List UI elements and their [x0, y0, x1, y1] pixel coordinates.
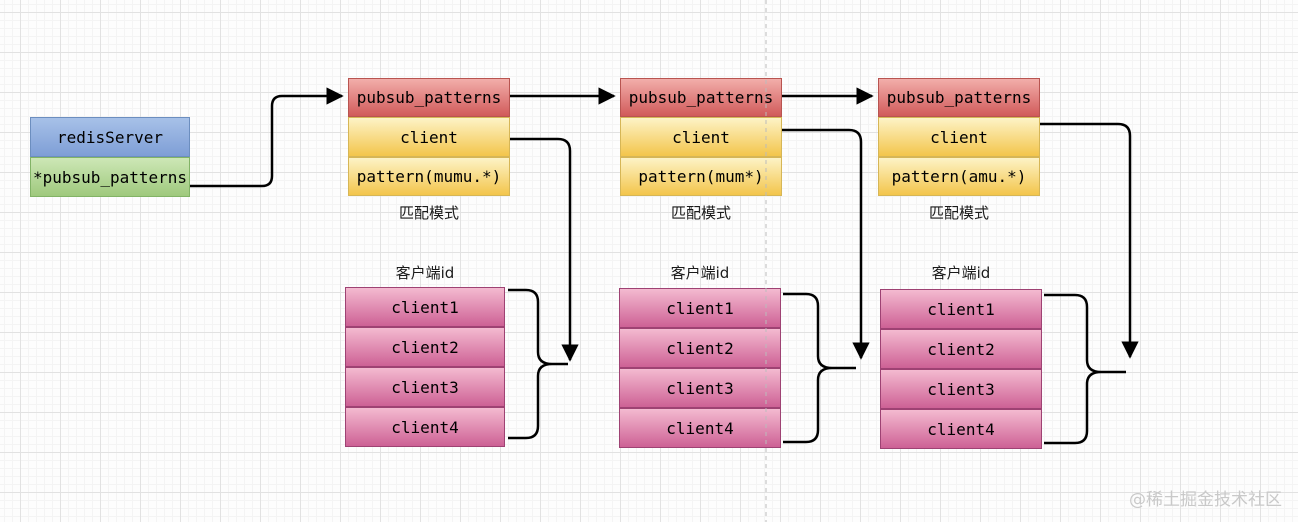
stack1-label: 客户端id: [395, 264, 455, 282]
stack2-client1-row: client1: [619, 288, 781, 328]
redis-server-box: redisServer: [30, 117, 190, 157]
node1-pattern-label: pattern(mumu.*): [356, 167, 502, 186]
brace-stack3: [1044, 293, 1126, 445]
pubsub-patterns-pointer-label: *pubsub_patterns: [32, 167, 188, 187]
node1-title: pubsub_patterns: [356, 88, 502, 107]
node1-caption: 匹配模式: [398, 204, 459, 222]
stack3-client1-label: client1: [927, 299, 995, 319]
arrow-node2-to-stack2: [782, 128, 870, 360]
arrow-node1-to-stack1: [510, 137, 579, 362]
stack3-client1-row: client1: [880, 289, 1042, 329]
node3-client-label: client: [930, 127, 988, 147]
node3-pattern-row: pattern(amu.*): [878, 157, 1040, 196]
stack3-client2-row: client2: [880, 329, 1042, 369]
node3-pattern-label: pattern(amu.*): [891, 167, 1027, 186]
redis-server-label: redisServer: [57, 127, 163, 147]
stack3-label: 客户端id: [931, 264, 991, 282]
stack2-client3-row: client3: [619, 368, 781, 408]
stack1-client1-label: client1: [391, 297, 459, 317]
stack2-client1-label: client1: [666, 298, 734, 318]
stack2-client4-row: client4: [619, 408, 781, 448]
node2-client-label: client: [672, 127, 730, 147]
node2-pattern-label: pattern(mum*): [638, 167, 764, 186]
node3-title: pubsub_patterns: [886, 88, 1032, 107]
stack2-client3-label: client3: [666, 378, 734, 398]
node3-header: pubsub_patterns: [878, 78, 1040, 117]
node2-caption: 匹配模式: [670, 204, 731, 222]
stack1-client4-row: client4: [345, 407, 505, 447]
node3-caption: 匹配模式: [928, 204, 989, 222]
stack3-client4-row: client4: [880, 409, 1042, 449]
stack3-client4-label: client4: [927, 419, 995, 439]
stack1-client3-label: client3: [391, 377, 459, 397]
stack2-client2-row: client2: [619, 328, 781, 368]
stack3-client3-label: client3: [927, 379, 995, 399]
node2-header: pubsub_patterns: [620, 78, 782, 117]
stack2-label: 客户端id: [670, 264, 730, 282]
node2-title: pubsub_patterns: [628, 88, 774, 107]
brace-stack1: [508, 288, 568, 440]
node1-header: pubsub_patterns: [348, 78, 510, 117]
stack2-client4-label: client4: [666, 418, 734, 438]
node2-client-row: client: [620, 117, 782, 157]
stack2-client2-label: client2: [666, 338, 734, 358]
stack1-client2-row: client2: [345, 327, 505, 367]
stack1-client4-label: client4: [391, 417, 459, 437]
stack1-client1-row: client1: [345, 287, 505, 327]
brace-stack2: [783, 292, 856, 444]
node2-pattern-row: pattern(mum*): [620, 157, 782, 196]
node3-client-row: client: [878, 117, 1040, 157]
arrow-root-to-node1: [190, 87, 344, 188]
stack3-client3-row: client3: [880, 369, 1042, 409]
stack1-client2-label: client2: [391, 337, 459, 357]
stack3-client2-label: client2: [927, 339, 995, 359]
node1-pattern-row: pattern(mumu.*): [348, 157, 510, 196]
stack1-client3-row: client3: [345, 367, 505, 407]
pubsub-patterns-pointer-box: *pubsub_patterns: [30, 157, 190, 197]
node1-client-label: client: [400, 127, 458, 147]
watermark: @稀土掘金技术社区: [1129, 490, 1282, 510]
node1-client-row: client: [348, 117, 510, 157]
arrow-node3-to-stack3: [1040, 122, 1139, 359]
